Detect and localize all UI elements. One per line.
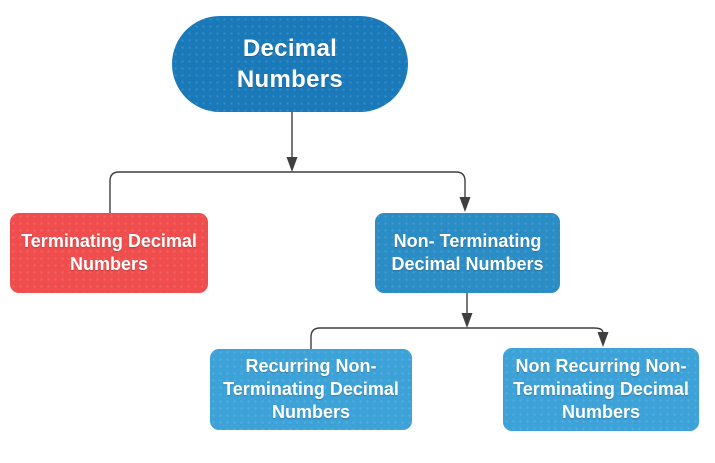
node-non-terminating-label: Non- Terminating Decimal Numbers [391, 231, 544, 274]
node-non-terminating-decimal-numbers: Non- Terminating Decimal Numbers [375, 213, 560, 293]
node-decimal-numbers-label: Decimal Numbers [236, 35, 344, 93]
node-decimal-numbers: Decimal Numbers [172, 16, 408, 112]
node-terminating-decimal-numbers: Terminating Decimal Numbers [10, 213, 208, 293]
node-recurring-non-terminating: Recurring Non- Terminating Decimal Numbe… [210, 349, 412, 430]
arrowhead-down-icon [286, 157, 298, 172]
arrowhead-down-icon [459, 197, 471, 212]
arrowhead-down-icon [597, 332, 609, 347]
node-non-recurring-non-terminating: Non Recurring Non- Terminating Decimal N… [503, 348, 699, 431]
arrowhead-down-icon [461, 313, 473, 328]
node-non-recurring-label: Non Recurring Non- Terminating Decimal N… [513, 356, 689, 422]
edge-non-terminating-drop [461, 293, 473, 328]
node-recurring-label: Recurring Non- Terminating Decimal Numbe… [223, 356, 399, 422]
edge-root-drop [286, 112, 298, 172]
edge-non-terminating-children-bracket [310, 327, 609, 350]
edge-root-children-bracket [109, 171, 471, 213]
node-terminating-label: Terminating Decimal Numbers [21, 231, 197, 274]
